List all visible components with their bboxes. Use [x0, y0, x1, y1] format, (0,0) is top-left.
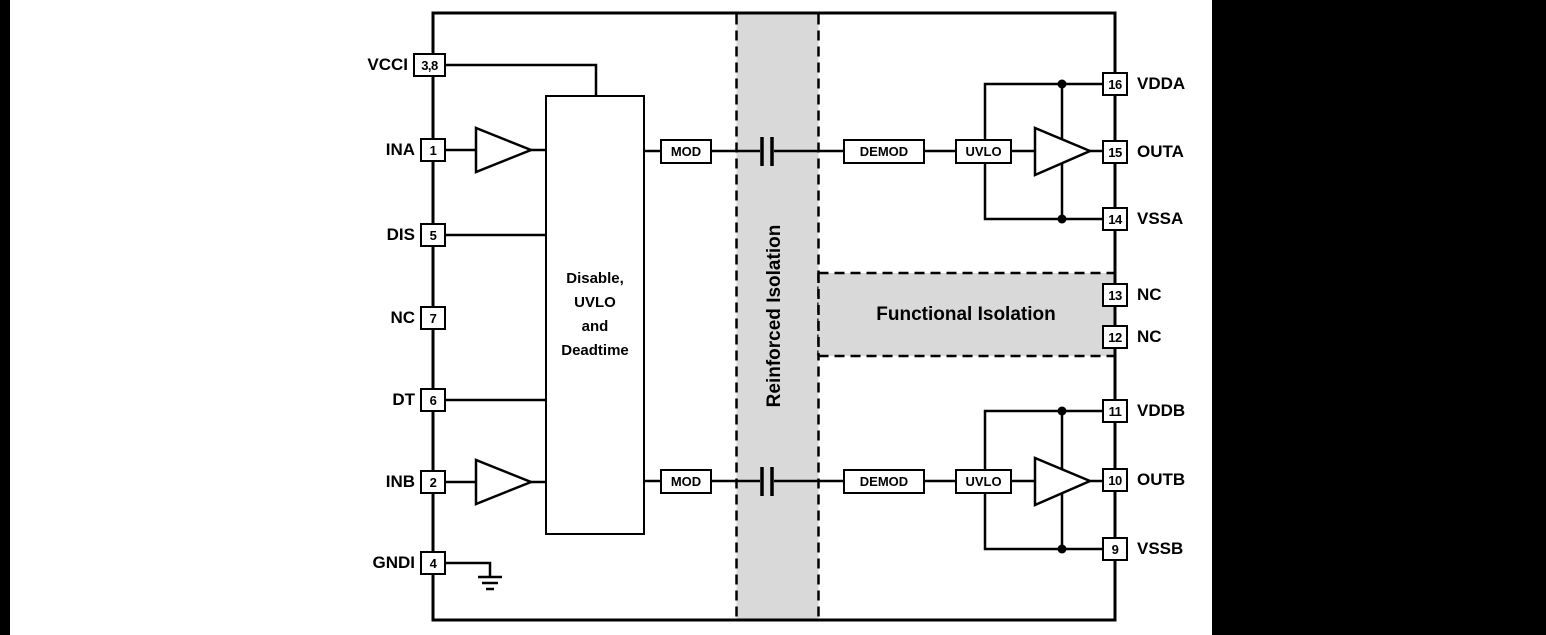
pin-number: 9 [1111, 541, 1119, 557]
reinforced-isolation-label: Reinforced Isolation [764, 224, 785, 408]
pin-number-box: 7 [420, 306, 446, 330]
functional-isolation-band [817, 271, 1114, 358]
pin-ina: INA 1 [340, 138, 446, 162]
pin-number: 15 [1108, 144, 1122, 160]
pin-label: NC [1137, 327, 1162, 346]
pin-number-box: 11 [1102, 399, 1128, 423]
pin-number-box: 1 [420, 138, 446, 162]
pin-number: 6 [429, 392, 437, 408]
mod-b-label: MOD [670, 474, 702, 489]
control-block-line: and [581, 318, 609, 335]
pin-number: 10 [1108, 472, 1122, 488]
mod-b-block: MOD [660, 469, 712, 494]
uvlo-a-label: UVLO [965, 144, 1002, 159]
disable-uvlo-deadtime-block: Disable, UVLO and Deadtime [545, 95, 645, 535]
pin-label: INA [385, 140, 415, 159]
input-buffer-b-icon [474, 458, 535, 506]
isolation-capacitor-a-icon [760, 137, 774, 166]
junction-dots [1057, 79, 1067, 554]
pin-label: VDDA [1137, 74, 1186, 93]
pin-number-box: 9 [1102, 537, 1128, 561]
isolation-capacitor-b-icon [760, 467, 774, 496]
pin-number-box: 5 [420, 223, 446, 247]
pin-label: OUTA [1137, 142, 1184, 161]
pin-number-box: 13 [1102, 283, 1128, 307]
demod-b-block: DEMOD [843, 469, 925, 494]
pin-number: 3,8 [421, 57, 438, 73]
pin-nc-12: 12 NC [1102, 325, 1222, 349]
pin-number-box: 12 [1102, 325, 1128, 349]
pin-label: DT [392, 390, 415, 409]
pin-label: VDDB [1137, 401, 1186, 420]
pin-dis: DIS 5 [340, 223, 446, 247]
pin-vcci: VCCI 3,8 [340, 53, 446, 77]
demod-a-label: DEMOD [859, 144, 909, 159]
demod-b-label: DEMOD [859, 474, 909, 489]
pin-number-box: 10 [1102, 468, 1128, 492]
uvlo-b-block: UVLO [955, 469, 1012, 494]
reinforced-isolation-band [735, 14, 820, 619]
pin-vdda: 16 VDDA [1102, 72, 1222, 96]
pin-number: 14 [1108, 211, 1122, 227]
pin-nc-7: NC 7 [340, 306, 446, 330]
pin-label: VCCI [367, 55, 408, 74]
pin-label: VSSB [1137, 539, 1184, 558]
pin-nc-13: 13 NC [1102, 283, 1222, 307]
pin-vssa: 14 VSSA [1102, 207, 1222, 231]
pin-label: NC [390, 308, 415, 327]
uvlo-b-label: UVLO [965, 474, 1002, 489]
pin-dt: DT 6 [340, 388, 446, 412]
pin-number-box: 4 [420, 551, 446, 575]
control-block-line: UVLO [574, 294, 616, 311]
mod-a-label: MOD [670, 144, 702, 159]
demod-a-block: DEMOD [843, 139, 925, 164]
pin-vddb: 11 VDDB [1102, 399, 1222, 423]
functional-isolation-label: Functional Isolation [876, 303, 1056, 325]
pin-label: GNDI [372, 553, 416, 572]
pin-number: 16 [1108, 76, 1122, 92]
uvlo-a-block: UVLO [955, 139, 1012, 164]
pin-label: VSSA [1137, 209, 1184, 228]
pin-label: DIS [386, 225, 415, 244]
input-buffer-a-icon [474, 126, 535, 174]
pin-outb: 10 OUTB [1102, 468, 1222, 492]
pin-number-box: 16 [1102, 72, 1128, 96]
mod-a-block: MOD [660, 139, 712, 164]
control-block-line: Disable, [566, 270, 624, 287]
pin-label: OUTB [1137, 470, 1186, 489]
pin-number-box: 6 [420, 388, 446, 412]
pin-number: 2 [429, 474, 437, 490]
output-buffer-a-icon [1033, 126, 1094, 177]
pin-number: 1 [429, 142, 437, 158]
pin-number: 13 [1108, 287, 1122, 303]
pin-number-box: 3,8 [413, 53, 446, 77]
pin-number-box: 15 [1102, 140, 1128, 164]
pin-number: 7 [429, 310, 437, 326]
output-buffer-b-icon [1033, 456, 1094, 507]
pin-number: 5 [429, 227, 437, 243]
pin-number-box: 14 [1102, 207, 1128, 231]
pin-label: NC [1137, 285, 1162, 304]
pin-number: 12 [1108, 329, 1122, 345]
pin-inb: INB 2 [340, 470, 446, 494]
pin-label: INB [385, 472, 415, 491]
ground-icon [478, 575, 502, 591]
pin-vssb: 9 VSSB [1102, 537, 1222, 561]
pin-number: 4 [429, 555, 437, 571]
pin-outa: 15 OUTA [1102, 140, 1222, 164]
control-block-line: Deadtime [561, 342, 629, 359]
pin-number: 11 [1108, 403, 1122, 419]
pin-gndi: GNDI 4 [340, 551, 446, 575]
pin-number-box: 2 [420, 470, 446, 494]
